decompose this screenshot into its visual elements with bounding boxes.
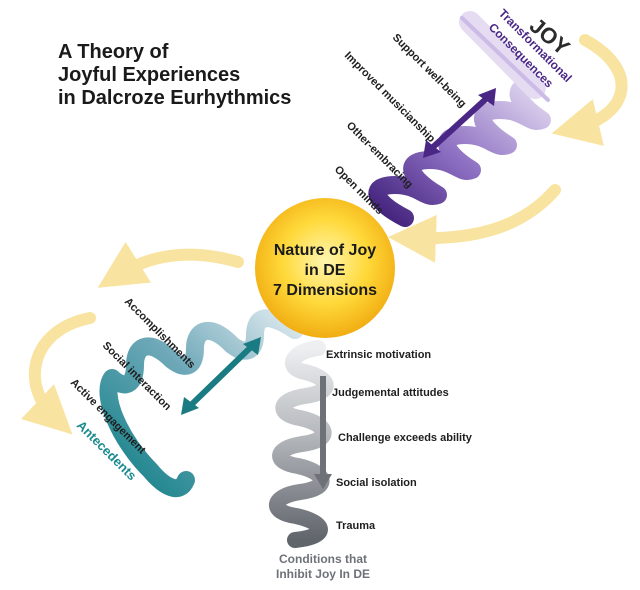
- cycle-arrow-right: [388, 184, 561, 263]
- item-challenge-exceeds-ability: Challenge exceeds ability: [338, 432, 473, 444]
- item-trauma: Trauma: [336, 520, 376, 532]
- sun-circle: [255, 198, 395, 338]
- item-judgemental-attitudes: Judgemental attitudes: [332, 387, 449, 399]
- inhibitor-caption-line-2: Inhibit Joy In DE: [276, 567, 370, 581]
- item-extrinsic-motivation: Extrinsic motivation: [326, 349, 431, 361]
- item-social-isolation: Social isolation: [336, 477, 417, 489]
- gray-down-arrow: [314, 376, 332, 489]
- cycle-arrow-left: [97, 241, 244, 288]
- title-line-3: in Dalcroze Eurhythmics: [58, 87, 291, 109]
- gray-spiral-band: [269, 340, 334, 548]
- gray-arrow-head: [314, 474, 332, 489]
- purple-double-arrow: [423, 88, 496, 158]
- inhibitor-items: Extrinsic motivation Judgemental attitud…: [326, 349, 473, 532]
- inhibitor-caption: Conditions that Inhibit Joy In DE: [276, 552, 370, 581]
- purple-spiral-top-edge: [460, 16, 550, 102]
- purple-spiral-band: [368, 76, 551, 227]
- center-line-3: 7 Dimensions: [273, 282, 377, 299]
- purple-arrow-head-up: [478, 88, 496, 106]
- center-line-2: in DE: [305, 262, 346, 279]
- inhibitor-caption-line-1: Conditions that: [279, 552, 367, 566]
- cycle-arrow-top-right: [551, 34, 628, 146]
- cycle-arrow-bottom-left: [21, 312, 96, 435]
- purple-spiral: [368, 11, 551, 227]
- teal-arrow-head-up: [243, 337, 261, 355]
- title-line-2: Joyful Experiences: [58, 64, 240, 86]
- gray-spiral: [269, 340, 334, 548]
- teal-arrow-head-down: [181, 397, 199, 415]
- teal-spiral: [99, 309, 304, 498]
- teal-spiral-band: [99, 309, 304, 498]
- central-sun: Nature of Joy in DE 7 Dimensions: [255, 198, 395, 338]
- title-line-1: A Theory of: [58, 41, 169, 63]
- cycle-arrows: [21, 34, 628, 435]
- diagram-title: A Theory of Joyful Experiences in Dalcro…: [58, 41, 291, 109]
- teal-double-arrow: [181, 337, 261, 415]
- purple-arrow-head-down: [423, 140, 441, 158]
- center-line-1: Nature of Joy: [274, 242, 376, 259]
- item-support-well-being: Support well-being: [390, 32, 468, 110]
